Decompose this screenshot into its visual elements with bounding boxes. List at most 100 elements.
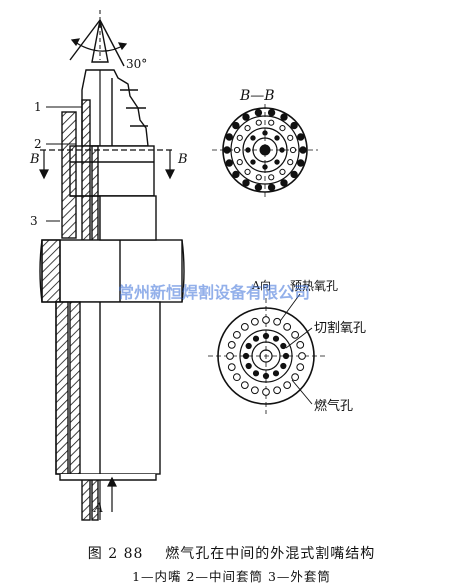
preheat-oxygen-hole <box>272 370 280 377</box>
fuel-gas-hole <box>227 340 236 349</box>
angle-arc <box>70 38 128 52</box>
fuel-gas-hole <box>250 386 259 395</box>
bb-outer-hole <box>232 121 240 130</box>
preheat-oxygen-hole <box>242 352 250 360</box>
bb-outer-hole <box>267 108 276 117</box>
bb-outer-hole <box>242 179 250 187</box>
bb-outer-hole <box>297 133 305 141</box>
bb-inner-hole <box>262 164 268 170</box>
view-mark-upper: A向 <box>251 278 271 292</box>
bb-inner-hole <box>250 135 256 141</box>
bb-outer-hole <box>223 146 231 154</box>
bb-outer-hole <box>280 179 288 187</box>
bb-middle-hole <box>287 159 294 166</box>
fuel-gas-hole <box>240 381 249 390</box>
bb-outer-hole <box>290 170 298 179</box>
fuel-gas-hole <box>283 381 292 390</box>
bb-inner-hole <box>274 135 280 141</box>
fuel-gas-hole <box>240 322 249 331</box>
bb-middle-hole <box>268 119 275 126</box>
view-a-holes <box>226 316 306 396</box>
bb-outer-hole <box>254 183 263 192</box>
fuel-gas-hole <box>273 317 282 326</box>
preheat-oxygen-hole <box>252 370 260 377</box>
callout-3: 3 <box>30 214 38 228</box>
bb-middle-hole <box>279 125 286 132</box>
bb-inner-hole <box>279 147 285 153</box>
bb-middle-hole <box>268 174 275 181</box>
preheat-oxygen-hole <box>282 352 290 360</box>
label-cutting-oxygen: 切割氧孔 <box>314 320 366 336</box>
bb-middle-hole <box>244 168 251 175</box>
preheat-oxygen-hole <box>272 335 280 342</box>
callout-leaders <box>46 106 82 222</box>
caption-number: 图 2 88 <box>87 546 144 562</box>
bb-middle-hole <box>233 146 241 154</box>
fuel-gas-hole <box>232 373 241 382</box>
fuel-gas-hole <box>232 330 241 339</box>
preheat-oxygen-hole <box>262 332 270 340</box>
bb-middle-hole <box>289 146 297 154</box>
bb-middle-hole <box>236 159 243 166</box>
section-bb-holes <box>223 108 307 192</box>
fuel-gas-hole <box>296 363 305 372</box>
fuel-gas-hole <box>273 386 282 395</box>
callout-1: 1 <box>34 100 42 114</box>
bb-inner-hole <box>274 159 280 165</box>
nozzle-body <box>39 69 185 521</box>
fuel-gas-hole <box>250 317 259 326</box>
bb-outer-hole <box>280 113 288 121</box>
bb-middle-hole <box>244 125 251 132</box>
bb-outer-hole <box>225 159 233 167</box>
figure-caption: 图 2 88 燃气孔在中间的外混式割嘴结构 <box>0 543 463 563</box>
section-bb-view <box>212 104 318 200</box>
view-a-arrow <box>107 476 117 512</box>
view-mark-bottom: A <box>93 501 103 516</box>
fuel-gas-hole <box>283 322 292 331</box>
bb-outer-hole <box>299 146 307 154</box>
preheat-oxygen-hole <box>280 362 287 370</box>
bb-outer-hole <box>242 113 250 121</box>
fuel-gas-hole <box>291 330 300 339</box>
preheat-oxygen-hole <box>245 342 252 350</box>
caption-title: 燃气孔在中间的外混式割嘴结构 <box>165 546 376 562</box>
section-title: B—B <box>239 88 275 104</box>
fuel-gas-hole <box>298 352 306 360</box>
section-line-bb <box>39 149 175 180</box>
bb-inner-hole <box>250 159 256 165</box>
bb-middle-hole <box>255 119 262 126</box>
bb-middle-hole <box>255 174 262 181</box>
preheat-oxygen-hole <box>252 335 260 342</box>
bb-inner-hole <box>262 130 268 136</box>
preheat-oxygen-hole <box>245 362 252 370</box>
bb-outer-hole <box>290 121 298 130</box>
angle-label: 30° <box>126 57 147 71</box>
label-preheat-oxygen: 预热氧孔 <box>290 279 338 293</box>
callout-2: 2 <box>34 137 42 151</box>
bb-outer-hole <box>267 183 276 192</box>
watermark: 常州新恒焊割设备有限公司 <box>118 283 310 302</box>
preheat-oxygen-hole <box>262 372 270 380</box>
fuel-gas-hole <box>227 363 236 372</box>
fuel-gas-hole <box>262 316 270 324</box>
bb-outer-hole <box>225 133 233 141</box>
bb-outer-hole <box>232 170 240 179</box>
fuel-gas-hole <box>262 388 270 396</box>
section-mark-left: B <box>29 152 40 167</box>
bb-outer-hole <box>297 159 305 167</box>
fuel-gas-hole <box>291 373 300 382</box>
bb-middle-hole <box>279 168 286 175</box>
preheat-oxygen-hole <box>280 342 287 350</box>
bb-inner-hole <box>245 147 251 153</box>
view-a-outline <box>208 298 326 414</box>
flame-cone <box>69 10 125 67</box>
section-mark-right: B <box>177 152 188 167</box>
bb-middle-hole <box>236 134 243 141</box>
bb-outer-hole <box>254 108 263 117</box>
caption-legend: 1—内嘴 2—中间套筒 3—外套筒 <box>132 569 331 584</box>
bb-middle-hole <box>287 134 294 141</box>
fuel-gas-hole <box>226 352 234 360</box>
label-fuel-gas: 燃气孔 <box>314 398 353 414</box>
fuel-gas-hole <box>296 340 305 349</box>
